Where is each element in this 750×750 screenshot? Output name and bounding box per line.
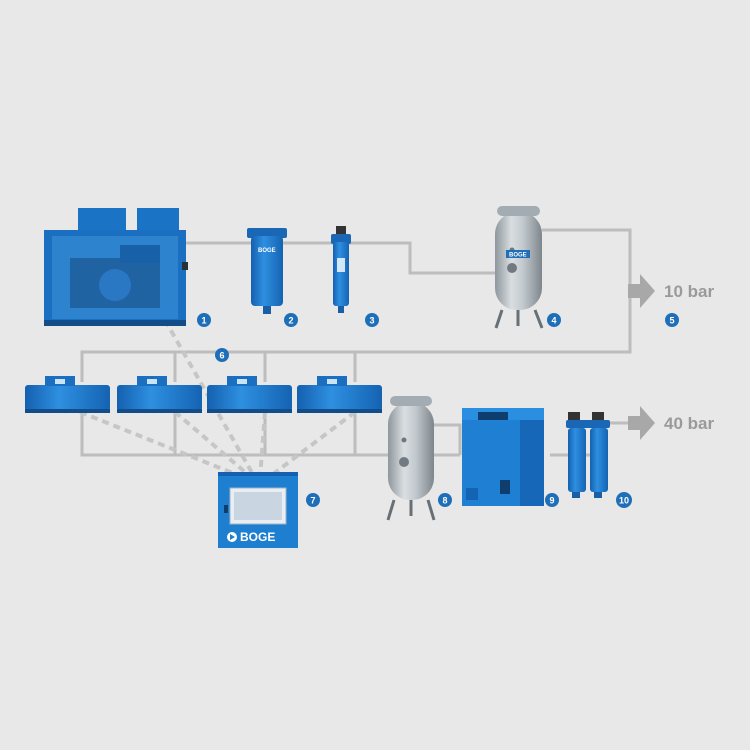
booster-compressor-3 (207, 376, 292, 413)
badge-9: 9 (545, 493, 559, 507)
badge-1-label: 1 (201, 315, 206, 325)
badge-7: 7 (306, 493, 320, 507)
badge-10: 10 (616, 492, 632, 508)
air-receiver-tank-upper: BOGE (494, 206, 544, 329)
badge-1: 1 (197, 313, 211, 327)
badge-5: 5 (665, 313, 679, 327)
output-40bar-label: 40 bar (664, 414, 714, 433)
badge-3-label: 3 (369, 315, 374, 325)
filter-brand-logo: BOGE (258, 248, 276, 254)
refrigeration-dryer (462, 408, 544, 506)
twin-filter-unit (566, 412, 610, 498)
output-10bar-label: 10 bar (664, 282, 714, 301)
booster-compressor-4 (297, 376, 382, 413)
booster-compressor-2 (117, 376, 202, 413)
badge-4-label: 4 (551, 315, 556, 325)
badge-5-label: 5 (669, 315, 674, 325)
badge-4: 4 (547, 313, 561, 327)
badge-8-label: 8 (442, 495, 447, 505)
badge-2-label: 2 (288, 315, 293, 325)
badge-10-label: 10 (619, 495, 629, 505)
badge-6: 6 (215, 348, 229, 362)
screw-compressor-main (44, 208, 188, 326)
upper-pipe-network (80, 228, 632, 382)
air-filter-small (331, 226, 351, 313)
master-control-unit: BOGE (218, 472, 298, 548)
booster-compressor-1 (25, 376, 110, 413)
badge-8: 8 (438, 493, 452, 507)
badge-7-label: 7 (310, 495, 315, 505)
output-10bar-arrow (628, 274, 655, 308)
badge-9-label: 9 (549, 495, 554, 505)
tank-upper-brand-logo: BOGE (509, 253, 527, 259)
badge-6-label: 6 (219, 350, 224, 360)
control-unit-brand-logo: BOGE (240, 530, 275, 544)
air-receiver-tank-lower (386, 396, 436, 521)
badge-3: 3 (365, 313, 379, 327)
badge-2: 2 (284, 313, 298, 327)
air-filter-large: BOGE (247, 228, 287, 314)
output-40bar-arrow (628, 406, 655, 440)
